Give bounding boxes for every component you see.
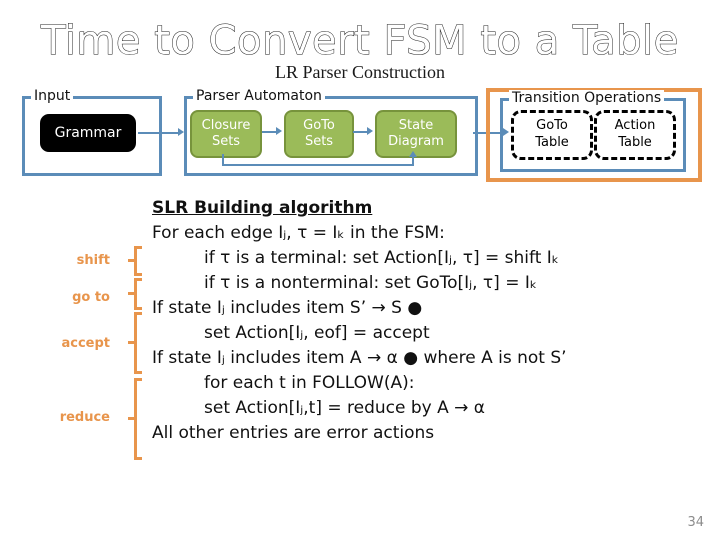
algorithm-line: set Action[Iⱼ,t] = reduce by A → α [204,398,485,418]
algorithm-line: For each edge Iⱼ, τ = Iₖ in the FSM: [152,223,445,243]
box-state-diagram[interactable]: State Diagram [375,110,457,158]
arrow-goto-to-state-line [353,131,369,133]
feedback-arrow-up [412,156,414,166]
group-transition-operations-label: Transition Operations [509,90,665,106]
algorithm-line: set Action[Iⱼ, eof] = accept [204,323,430,343]
annotation-brace-go-to [128,278,142,310]
feedback-arrow-head [409,151,417,157]
arrow-closure-to-goto-head [276,127,282,135]
annotation-brace-reduce [128,378,142,460]
box-goto-sets[interactable]: GoTo Sets [284,110,354,158]
annotation-label-go-to: go to [72,290,110,305]
arrow-goto-to-state-head [367,127,373,135]
box-goto-table-line2: Table [535,135,569,150]
box-grammar[interactable]: Grammar [40,114,136,152]
box-closure-sets-line1: Closure [201,117,251,133]
feedback-arrow-line [222,164,414,166]
group-input: Input [22,88,162,176]
arrow-input-to-automaton-head [178,128,184,136]
algorithm-line: for each t in FOLLOW(A): [204,373,415,393]
box-action-table[interactable]: Action Table [594,110,676,160]
slr-algorithm-block: SLR Building algorithm For each edge Iⱼ,… [152,196,712,446]
box-goto-table[interactable]: GoTo Table [511,110,593,160]
page-subtitle: LR Parser Construction [275,62,445,82]
page-title: Time to Convert FSM to a Table [41,18,679,65]
box-goto-sets-line1: GoTo [303,117,335,133]
box-state-diagram-line2: Diagram [388,134,444,149]
box-action-table-line1: Action [614,118,656,134]
page-number: 34 [687,515,704,530]
annotation-label-shift: shift [76,253,110,268]
box-closure-sets-line2: Sets [211,134,241,149]
arrow-closure-to-goto-line [262,131,278,133]
arrow-input-to-automaton-line [138,132,180,134]
algorithm-line: if τ is a terminal: set Action[Iⱼ, τ] = … [204,248,560,268]
box-closure-sets[interactable]: Closure Sets [190,110,262,158]
annotation-label-accept: accept [61,336,110,351]
group-parser-automaton: Parser Automaton [184,88,478,176]
annotation-brace-accept [128,312,142,374]
box-state-diagram-line1: State [398,117,434,133]
algorithm-line: If state Iⱼ includes item A → α ● where … [152,348,567,368]
box-grammar-label: Grammar [54,124,122,141]
arrow-automaton-to-transition-head [503,128,509,136]
feedback-arrow-down [222,154,224,166]
algorithm-line: If state Iⱼ includes item S’ → S ● [152,298,423,318]
box-action-table-line2: Table [618,135,652,150]
algorithm-line: if τ is a nonterminal: set GoTo[Iⱼ, τ] =… [204,273,538,293]
group-parser-automaton-label: Parser Automaton [193,88,325,104]
group-input-label: Input [31,88,74,104]
annotation-brace-shift [128,246,142,276]
group-transition-operations: Transition Operations [500,90,686,172]
algorithm-heading: SLR Building algorithm [152,198,373,218]
box-goto-table-line1: GoTo [536,118,568,134]
box-goto-sets-line2: Sets [304,134,334,149]
annotation-label-reduce: reduce [59,410,110,425]
algorithm-line: All other entries are error actions [152,423,435,443]
